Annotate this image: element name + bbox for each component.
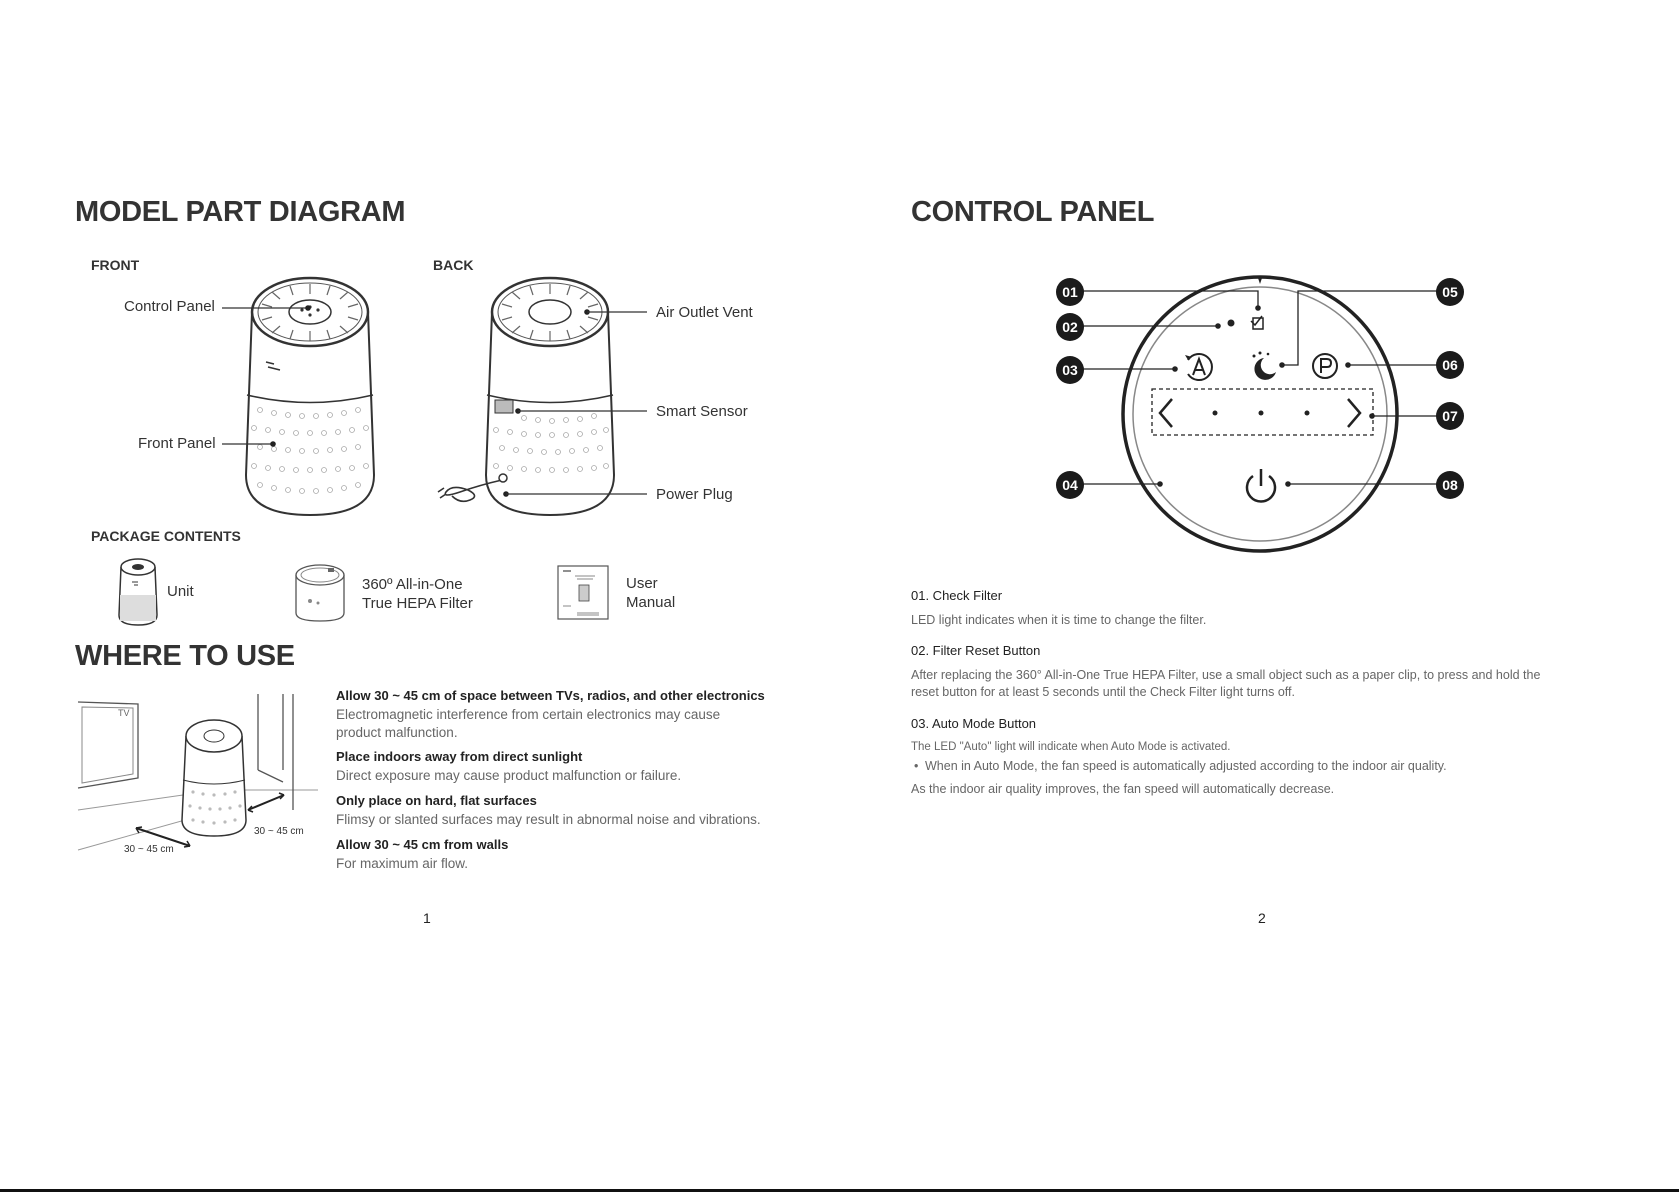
page-number-left: 1 (423, 910, 431, 926)
tip-1-heading: Allow 30 ~ 45 cm of space between TVs, r… (336, 688, 765, 703)
callout-04: 04 (1056, 471, 1084, 499)
back-label: BACK (433, 257, 474, 273)
callout-02: 02 (1056, 313, 1084, 341)
section-03-line1: The LED "Auto" light will indicate when … (911, 741, 1231, 753)
front-panel-label: Front Panel (138, 435, 216, 452)
callout-03: 03 (1056, 356, 1084, 384)
where-to-use-title: WHERE TO USE (75, 640, 295, 672)
tip-2-body: Direct exposure may cause product malfun… (336, 768, 682, 783)
section-01-line1: LED light indicates when it is time to c… (911, 613, 1207, 627)
section-02-line2: reset button for at least 5 seconds unti… (911, 685, 1295, 699)
front-label: FRONT (91, 257, 140, 273)
section-02-title: 02. Filter Reset Button (911, 643, 1041, 658)
front-panel-leader (222, 441, 276, 447)
package-filter-line2: True HEPA Filter (362, 595, 473, 612)
callout-01: 01 (1056, 278, 1084, 306)
callout-06: 06 (1436, 351, 1464, 379)
tv-label: TV (118, 708, 130, 718)
smart-sensor-leader (515, 408, 647, 414)
manual-thumbnail-icon (557, 565, 609, 620)
package-manual-line1: User (626, 575, 658, 592)
section-03-title: 03. Auto Mode Button (911, 716, 1037, 731)
control-panel-label: Control Panel (124, 298, 215, 315)
tip-3-body: Flimsy or slanted surfaces may result in… (336, 812, 761, 827)
smart-sensor-label: Smart Sensor (656, 403, 748, 420)
control-panel-title: CONTROL PANEL (911, 196, 1155, 228)
power-icon[interactable] (1243, 466, 1279, 506)
power-plug-leader (503, 491, 647, 497)
chevron-left-icon[interactable] (1157, 397, 1175, 429)
package-filter-line1: 360º All-in-One (362, 576, 463, 593)
chevron-right-icon[interactable] (1345, 397, 1363, 429)
filter-icon (1250, 315, 1264, 330)
section-03-line3: As the indoor air quality improves, the … (911, 782, 1335, 796)
bottom-edge-bar (0, 1189, 1679, 1192)
air-outlet-vent-label: Air Outlet Vent (656, 304, 753, 321)
air-outlet-leader (584, 309, 647, 315)
package-contents-title: PACKAGE CONTENTS (91, 528, 241, 544)
filter-thumbnail-icon (295, 564, 345, 622)
tip-2-heading: Place indoors away from direct sunlight (336, 749, 583, 764)
distance-left-label: 30 ~ 45 cm (124, 844, 174, 855)
power-plug-label: Power Plug (656, 486, 733, 503)
callout-07: 07 (1436, 402, 1464, 430)
tip-4-body: For maximum air flow. (336, 856, 469, 871)
back-unit-illustration (437, 276, 616, 517)
callout-leaders (1070, 290, 1450, 487)
section-01-title: 01. Check Filter (911, 588, 1003, 603)
p-button-icon[interactable] (1311, 352, 1339, 380)
tip-1-body-line2: product malfunction. (336, 725, 458, 740)
section-02-line1: After replacing the 360° All-in-One True… (911, 668, 1541, 682)
fan-speed-indicator (1212, 410, 1310, 416)
callout-08: 08 (1436, 471, 1464, 499)
tip-4-heading: Allow 30 ~ 45 cm from walls (336, 837, 509, 852)
model-part-diagram-title: MODEL PART DIAGRAM (75, 196, 406, 228)
auto-mode-icon[interactable] (1182, 350, 1216, 384)
section-03-line2: When in Auto Mode, the fan speed is auto… (925, 759, 1447, 773)
sleep-mode-icon[interactable] (1250, 350, 1280, 382)
package-manual-line2: Manual (626, 594, 676, 611)
tip-3-heading: Only place on hard, flat surfaces (336, 793, 537, 808)
section-03-bullet: • (914, 759, 919, 773)
callout-05: 05 (1436, 278, 1464, 306)
package-unit-label: Unit (167, 583, 194, 600)
tip-1-body-line1: Electromagnetic interference from certai… (336, 707, 721, 722)
control-panel-leader (222, 305, 311, 311)
filter-reset-button[interactable] (1226, 318, 1236, 328)
room-placement-illustration (77, 694, 318, 851)
distance-right-label: 30 ~ 45 cm (254, 826, 304, 837)
unit-thumbnail-icon (118, 558, 158, 626)
front-unit-illustration (244, 276, 376, 517)
page-number-right: 2 (1258, 910, 1266, 926)
